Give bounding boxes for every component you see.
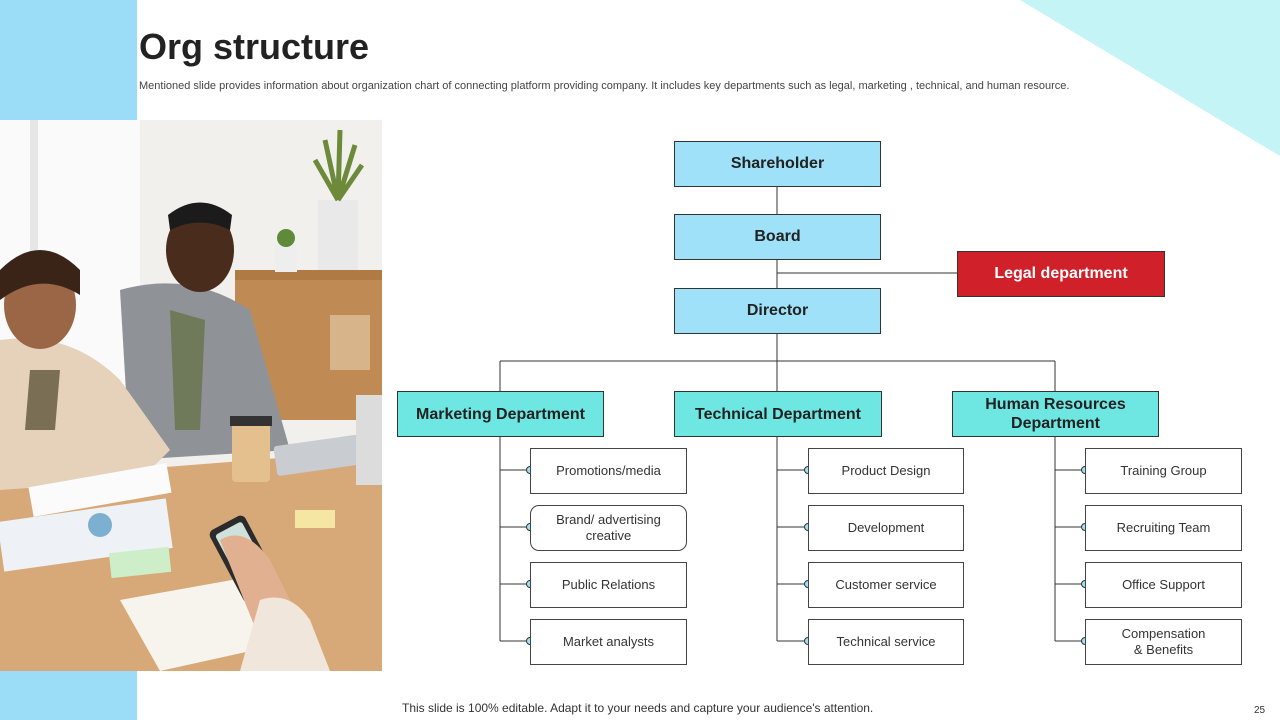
marketing-department-box: Marketing Department: [397, 391, 604, 437]
hr-item: Compensation & Benefits: [1085, 619, 1242, 665]
hr-item: Recruiting Team: [1085, 505, 1242, 551]
marketing-item: Brand/ advertising creative: [530, 505, 687, 551]
marketing-item: Promotions/media: [530, 448, 687, 494]
marketing-item: Public Relations: [530, 562, 687, 608]
page-number: 25: [1254, 705, 1266, 716]
meeting-photo: [0, 120, 382, 671]
board-box: Board: [674, 214, 881, 260]
hr-item: Training Group: [1085, 448, 1242, 494]
technical-department-box: Technical Department: [674, 391, 882, 437]
marketing-item: Market analysts: [530, 619, 687, 665]
corner-triangle-decoration: [1020, 0, 1280, 156]
director-box: Director: [674, 288, 881, 334]
technical-item: Product Design: [808, 448, 964, 494]
technical-item: Customer service: [808, 562, 964, 608]
technical-item: Development: [808, 505, 964, 551]
hr-department-box: Human Resources Department: [952, 391, 1159, 437]
legal-department-box: Legal department: [957, 251, 1165, 297]
accent-block-top: [0, 0, 137, 120]
slide-title: Org structure: [139, 26, 370, 67]
technical-item: Technical service: [808, 619, 964, 665]
shareholder-box: Shareholder: [674, 141, 881, 187]
accent-block-bottom: [0, 671, 137, 720]
slide-subtitle: Mentioned slide provides information abo…: [139, 80, 1070, 92]
footer-note: This slide is 100% editable. Adapt it to…: [402, 701, 874, 715]
hr-item: Office Support: [1085, 562, 1242, 608]
